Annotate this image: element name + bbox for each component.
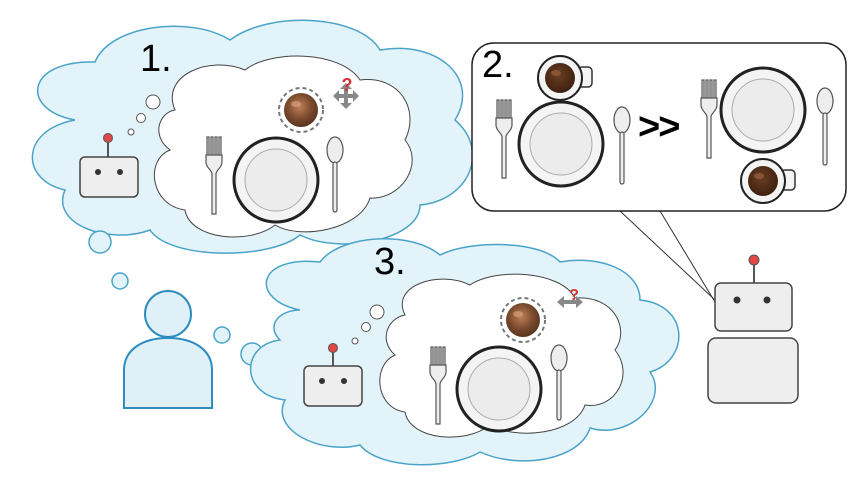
fork-icon bbox=[205, 136, 223, 215]
plate-icon bbox=[517, 100, 605, 188]
place-setting-2-before bbox=[495, 55, 631, 188]
place-setting-1: ? bbox=[205, 75, 359, 224]
thought-cloud-3 bbox=[249, 238, 680, 466]
spoon-icon bbox=[613, 106, 631, 185]
robot-icon bbox=[707, 254, 799, 404]
coffee-cup-icon bbox=[537, 55, 593, 101]
comparison-symbol: >> bbox=[638, 106, 680, 148]
coffee-cup-icon bbox=[500, 297, 546, 343]
person-icon bbox=[123, 290, 213, 409]
place-setting-3: ? bbox=[429, 287, 583, 433]
robot-icon-cloud3 bbox=[303, 343, 363, 407]
move-arrows-icon bbox=[333, 83, 359, 109]
spoon-icon bbox=[326, 136, 344, 213]
move-arrows-icon bbox=[557, 296, 583, 308]
question-mark-3: ? bbox=[569, 287, 579, 304]
question-mark-1: ? bbox=[342, 75, 353, 95]
fork-icon bbox=[429, 346, 447, 425]
place-setting-2-after bbox=[700, 66, 834, 204]
coffee-cup-icon bbox=[278, 87, 324, 133]
step-2-label: 2. bbox=[482, 44, 514, 86]
plate-icon bbox=[719, 66, 807, 154]
coffee-cup-icon bbox=[740, 158, 796, 204]
spoon-icon bbox=[550, 344, 568, 421]
robot-icon-cloud1 bbox=[79, 133, 139, 198]
spoon-icon bbox=[816, 87, 834, 166]
step-3-label: 3. bbox=[374, 241, 406, 283]
plate-icon bbox=[455, 345, 543, 433]
step-1-label: 1. bbox=[140, 38, 172, 80]
plate-icon bbox=[232, 136, 320, 224]
fork-icon bbox=[700, 79, 718, 159]
thought-cloud-1 bbox=[31, 19, 474, 254]
fork-icon bbox=[495, 99, 513, 179]
